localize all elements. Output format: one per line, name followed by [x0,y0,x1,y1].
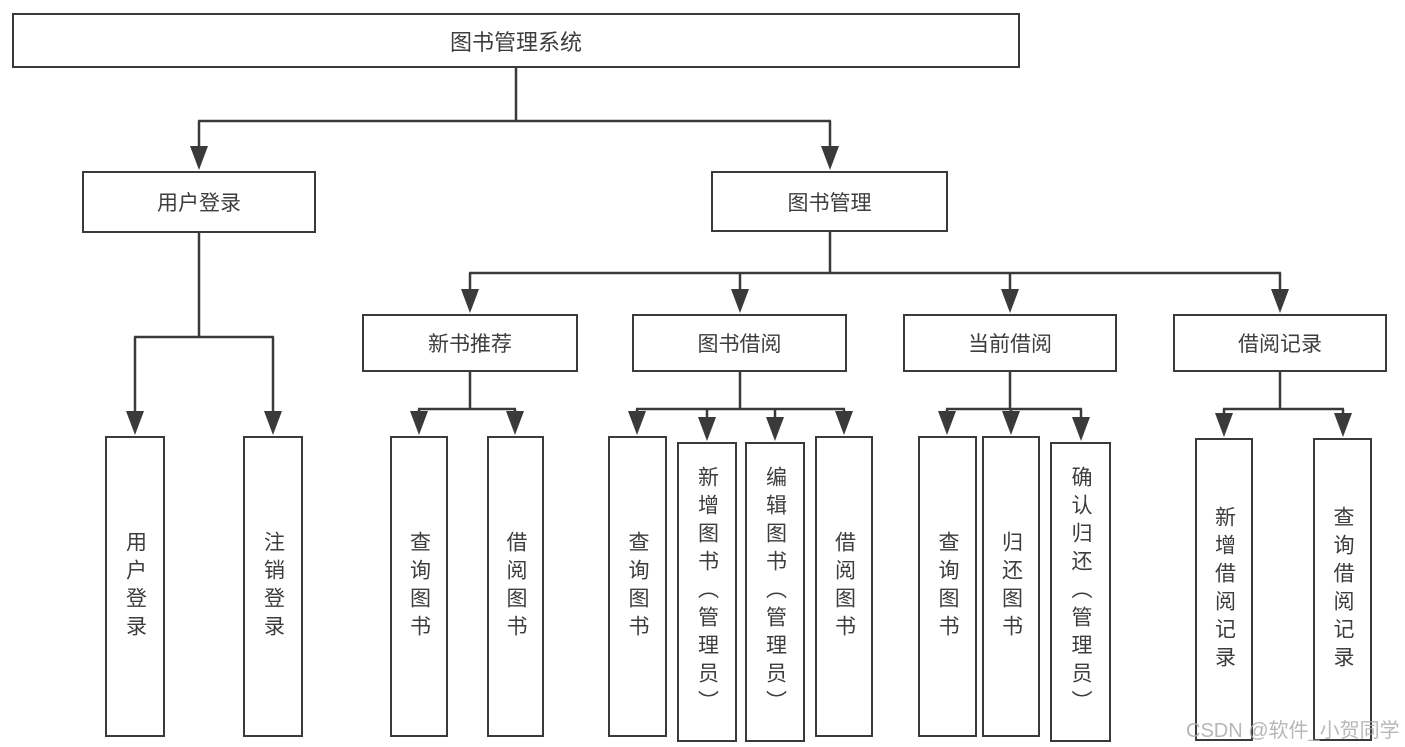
leaf-label: 查询图书 [407,530,431,643]
node-new-book-recommend: 新书推荐 [362,314,578,372]
arrowhead-icon [1215,413,1233,437]
arrowhead-icon [190,146,208,170]
leaf-query-borrow-record: 查询借阅记录 [1313,438,1372,741]
leaf-label: 新增借阅记录 [1212,505,1236,674]
leaf-query-book-1: 查询图书 [390,436,448,737]
node-book-borrow: 图书借阅 [632,314,847,372]
leaf-confirm-return-admin: 确认归还（管理员） [1050,442,1111,742]
arrowhead-icon [126,411,144,435]
leaf-add-book-admin: 新增图书（管理员） [677,442,737,742]
arrowhead-icon [835,411,853,435]
node-user-login: 用户登录 [82,171,316,233]
leaf-borrow-book-2: 借阅图书 [815,436,873,737]
leaf-edit-book-admin: 编辑图书（管理员） [745,442,805,742]
leaf-return-book: 归还图书 [982,436,1040,737]
leaf-logout: 注销登录 [243,436,303,737]
leaf-label: 查询借阅记录 [1331,505,1354,674]
node-library-management-system: 图书管理系统 [12,13,1020,68]
node-book-management: 图书管理 [711,171,948,232]
arrowhead-icon [938,411,956,435]
leaf-label: 确认归还（管理员） [1069,466,1092,718]
arrowhead-icon [698,417,716,441]
arrowhead-icon [1072,417,1090,441]
arrowhead-icon [264,411,282,435]
leaf-label: 用户登录 [123,530,147,643]
arrowhead-icon [1334,413,1352,437]
arrowhead-icon [1271,289,1289,313]
leaf-query-book-3: 查询图书 [918,436,977,737]
arrowhead-icon [461,289,479,313]
arrowhead-icon [731,289,749,313]
arrowhead-icon [1001,289,1019,313]
csdn-watermark: CSDN @软件_小贺同学 [1186,720,1400,742]
leaf-user-login: 用户登录 [105,436,165,737]
leaf-query-book-2: 查询图书 [608,436,667,737]
leaf-label: 编辑图书（管理员） [763,466,787,718]
leaf-label: 归还图书 [999,530,1023,643]
leaf-borrow-book-1: 借阅图书 [487,436,544,737]
arrowhead-icon [821,146,839,170]
arrowhead-icon [410,411,428,435]
leaf-label: 借阅图书 [504,530,527,643]
arrowhead-icon [628,411,646,435]
node-borrow-record: 借阅记录 [1173,314,1387,372]
leaf-label: 注销登录 [261,530,285,643]
leaf-add-borrow-record: 新增借阅记录 [1195,438,1253,741]
arrowhead-icon [766,417,784,441]
leaf-label: 查询图书 [626,530,649,643]
leaf-label: 借阅图书 [832,530,856,643]
arrowhead-icon [506,411,524,435]
leaf-label: 新增图书（管理员） [695,466,719,718]
arrowhead-icon [1002,411,1020,435]
node-current-borrow: 当前借阅 [903,314,1117,372]
leaf-label: 查询图书 [936,530,959,643]
